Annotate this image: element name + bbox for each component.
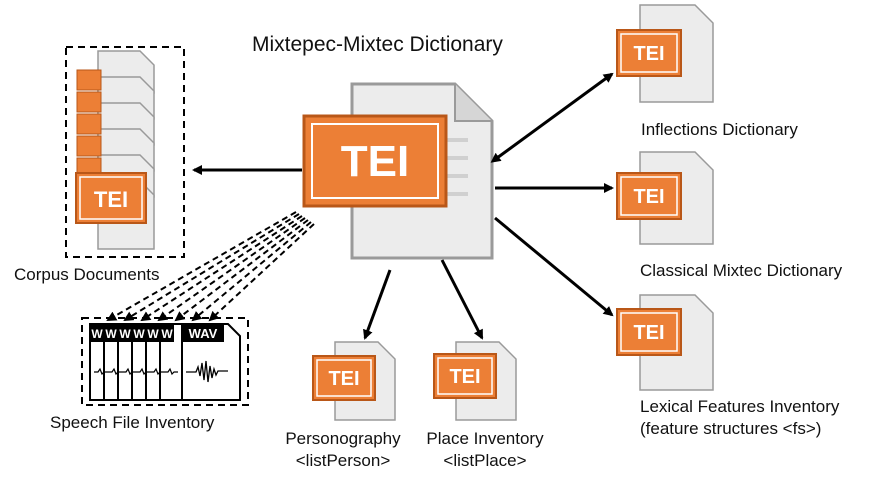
wav-audio-file-icon: WAV — [181, 323, 241, 401]
tei-badge-text: TEI — [94, 187, 128, 212]
personography-label: Personography <listPerson> — [283, 428, 403, 472]
arrow-to-place — [440, 259, 484, 340]
corpus-documents-label: Corpus Documents — [14, 265, 160, 284]
place-inventory-label: Place Inventory <listPlace> — [425, 428, 545, 472]
classical-dictionary-label: Classical Mixtec Dictionary — [640, 261, 843, 280]
place-inventory-label-line1: Place Inventory — [426, 429, 544, 448]
place-inventory-document: TEI — [433, 341, 517, 421]
svg-text:W: W — [133, 327, 145, 341]
speech-file-inventory-label: Speech File Inventory — [50, 413, 215, 432]
speech-dashed-box — [81, 317, 249, 406]
inflections-dictionary-label: Inflections Dictionary — [641, 120, 798, 139]
arrow-to-personography — [363, 269, 392, 340]
personography-label-line1: Personography — [285, 429, 401, 448]
corpus-front-tei-icon: TEI — [75, 172, 147, 224]
diagram-title: Mixtepec-Mixtec Dictionary — [252, 33, 503, 56]
connector-arrows — [192, 72, 614, 340]
inflections-dictionary-document: TEI — [616, 4, 714, 103]
wav-file-stack: W W W W W W — [89, 323, 195, 401]
personography-document: TEI — [312, 341, 396, 421]
lexical-features-document: TEI — [616, 294, 714, 391]
svg-text:TEI: TEI — [449, 366, 480, 388]
lexical-features-label-line2: (feature structures <fs>) — [640, 419, 822, 438]
corpus-documents-group: TEI — [65, 46, 185, 258]
tei-document-icon: TEI — [312, 355, 376, 401]
svg-text:TEI: TEI — [633, 322, 664, 344]
dashed-arrows-to-speech — [106, 211, 315, 322]
central-dictionary-document: TEI — [302, 82, 494, 260]
svg-text:W: W — [91, 327, 103, 341]
tei-document-icon: TEI — [302, 114, 448, 208]
speech-file-group: W W W W W W WAV — [81, 317, 249, 406]
svg-text:W: W — [147, 327, 159, 341]
arrow-to-inflections — [490, 72, 614, 163]
classical-dictionary-document: TEI — [616, 151, 714, 245]
tei-document-icon: TEI — [616, 308, 682, 356]
waveform-icon — [186, 360, 228, 383]
corpus-dashed-box — [65, 46, 185, 258]
svg-text:W: W — [161, 327, 173, 341]
tei-badge-text: TEI — [341, 137, 409, 186]
svg-text:TEI: TEI — [633, 186, 664, 208]
wav-badge-text: WAV — [189, 326, 218, 341]
lexical-features-label: Lexical Features Inventory (feature stru… — [640, 396, 839, 440]
svg-text:TEI: TEI — [328, 368, 359, 390]
tei-document-icon: TEI — [433, 353, 497, 399]
svg-text:TEI: TEI — [633, 43, 664, 65]
tei-document-icon: TEI — [616, 29, 682, 77]
personography-label-line2: <listPerson> — [295, 451, 391, 470]
place-inventory-label-line2: <listPlace> — [443, 451, 527, 470]
tei-document-icon: TEI — [616, 172, 682, 220]
arrow-to-lexical — [494, 216, 614, 317]
svg-text:W: W — [105, 327, 117, 341]
svg-text:W: W — [119, 327, 131, 341]
lexical-features-label-line1: Lexical Features Inventory — [640, 397, 840, 416]
